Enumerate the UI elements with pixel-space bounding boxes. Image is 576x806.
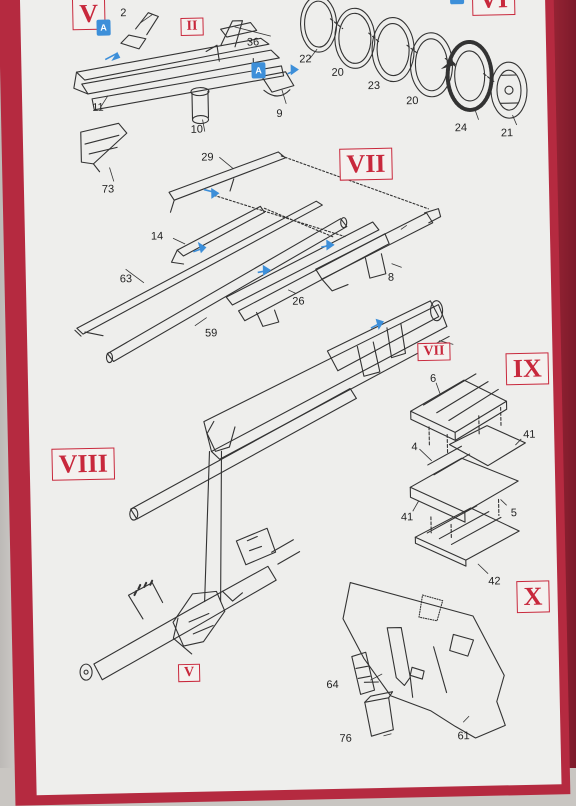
part-number-23: 23 (367, 79, 381, 93)
barrel-cradle-drawing (74, 151, 442, 364)
part-number-21: 21 (500, 127, 514, 140)
shield-drawing (342, 582, 506, 739)
part-number-20: 20 (331, 66, 344, 79)
part-number-10: 10 (190, 123, 204, 136)
part-number-63: 63 (119, 273, 133, 286)
assembly-drawings (73, 0, 528, 739)
step-label-vi: VI (471, 0, 516, 16)
step-label-viii: VIII (51, 447, 116, 481)
blue-marker-badge: 2 (449, 0, 465, 5)
blue-marker-badge: A (96, 19, 111, 36)
blue-marker-badge: A (251, 62, 266, 79)
part-number-61: 61 (457, 730, 470, 743)
part-number-8: 8 (387, 271, 395, 284)
wheel-assembly-drawing (299, 0, 528, 119)
part-number-5: 5 (510, 507, 518, 520)
gun-assembly-drawing (79, 300, 450, 681)
part-number-29: 29 (201, 151, 214, 164)
part-number-64: 64 (326, 678, 339, 692)
part-number-2: 2 (120, 7, 127, 20)
blue-guide-arrows (104, 51, 385, 330)
part-number-59: 59 (204, 327, 218, 340)
part-number-41: 41 (523, 428, 536, 441)
part-number-11: 11 (92, 101, 104, 114)
ammo-box-drawing (409, 373, 526, 567)
step-label-ix: IX (505, 352, 550, 386)
part-number-42: 42 (488, 575, 501, 588)
step-label-vii: VII (339, 147, 393, 181)
part-number-36: 36 (246, 36, 260, 49)
part-number-14: 14 (150, 230, 164, 243)
part-number-20: 20 (406, 95, 419, 108)
part-number-24: 24 (454, 122, 468, 135)
part-number-73: 73 (101, 183, 115, 196)
trail-assembly-drawing (73, 12, 295, 173)
part-number-9: 9 (276, 107, 283, 121)
instruction-sheet: V II VI VII VII VIII IX X V A A 2 2 36 1… (19, 0, 562, 796)
part-number-41: 41 (400, 511, 414, 524)
part-number-26: 26 (292, 295, 305, 308)
step-label-x: X (516, 580, 550, 614)
step-label-v-ref: V (177, 663, 201, 683)
part-number-76: 76 (339, 732, 352, 745)
part-number-4: 4 (411, 441, 418, 454)
part-number-6: 6 (429, 372, 437, 385)
part-number-22: 22 (299, 53, 312, 66)
step-label-vii-ref: VII (417, 342, 451, 362)
leader-lines (99, 14, 522, 737)
step-label-ii: II (180, 17, 204, 37)
